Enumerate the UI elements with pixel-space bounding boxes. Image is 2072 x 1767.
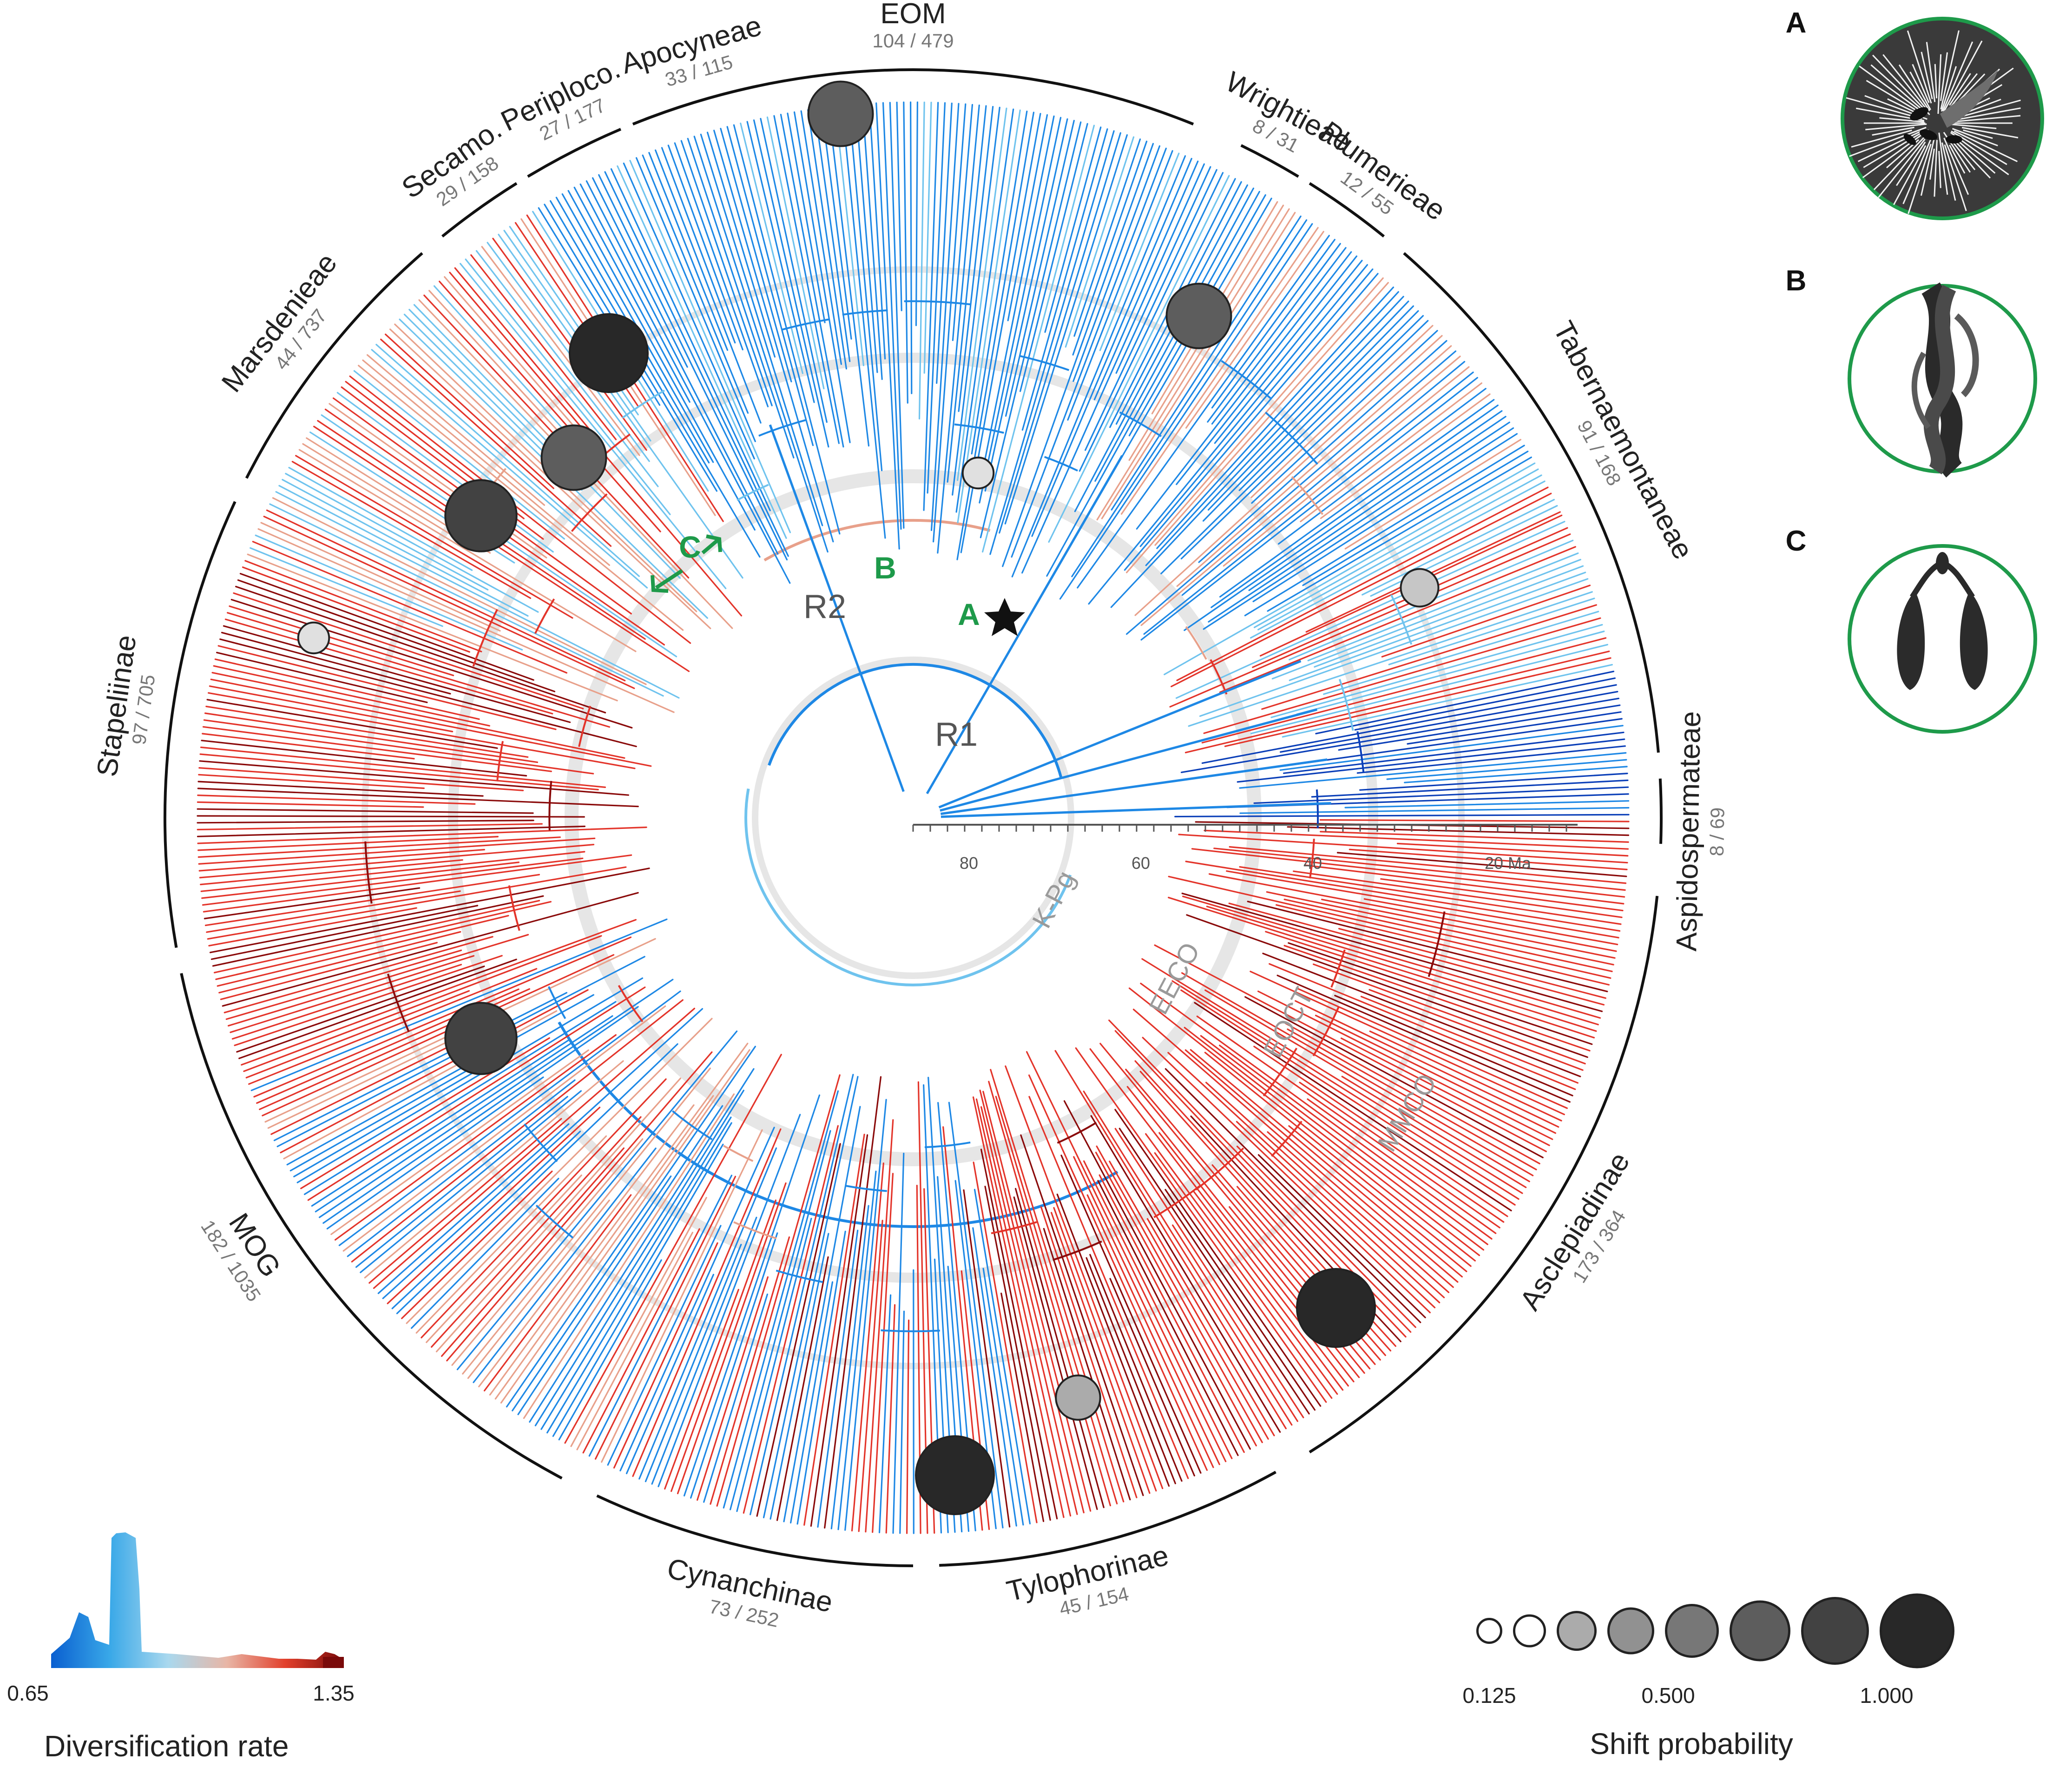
rate-legend-max: 1.35 — [313, 1681, 355, 1705]
shift-legend: 0.125 0.500 1.000 Shift probability — [1462, 1593, 1954, 1760]
root-label-r1: R1 — [935, 716, 978, 753]
shift-circle — [1165, 282, 1232, 349]
shift-legend-circle — [1801, 1597, 1869, 1665]
shift-circle — [915, 1435, 995, 1515]
shift-circle — [1296, 1268, 1376, 1348]
clade-name: Tabernaemontaneae — [1547, 316, 1699, 565]
shift-legend-circle — [1607, 1607, 1654, 1655]
clade-bracket — [596, 1494, 914, 1567]
clade-label: Secamo.29 / 158 — [396, 113, 507, 210]
panel-letter-a: A — [1786, 7, 1807, 39]
clade-bracket — [1309, 182, 1385, 238]
panel-letter-c: C — [1786, 525, 1807, 557]
shift-legend-circle — [1730, 1600, 1790, 1662]
shift-circle — [1055, 1374, 1101, 1421]
clade-bracket — [939, 1471, 1276, 1567]
clade-brackets — [164, 68, 1663, 1567]
clade-bracket — [1309, 895, 1659, 1453]
shift-circle — [807, 80, 874, 147]
clade-bracket — [644, 85, 758, 121]
shift-legend-circle — [1665, 1604, 1719, 1658]
shift-circle — [961, 456, 995, 490]
clade-bracket — [527, 128, 622, 178]
shift-circle — [297, 621, 330, 655]
clade-bracket — [245, 252, 423, 479]
shift-legend-circle — [1557, 1611, 1597, 1651]
era-ring — [752, 657, 1074, 979]
shift-legend-tick-0125: 0.125 — [1462, 1683, 1516, 1708]
shift-legend-circle — [1513, 1614, 1546, 1648]
clade-bracket — [180, 973, 563, 1480]
panel-b-image — [1848, 282, 2037, 478]
tree-branches — [197, 101, 1630, 1534]
clade-name: EOM — [880, 0, 946, 30]
rate-histogram — [51, 1532, 344, 1668]
shift-legend-circle — [1476, 1618, 1502, 1644]
double-arrow-icon — [651, 534, 722, 593]
era-ring — [565, 469, 1262, 1166]
rate-shift-circles — [297, 80, 1440, 1515]
panel-letter-b: B — [1786, 265, 1807, 297]
rate-legend-min: 0.65 — [7, 1681, 49, 1705]
time-axis: 80 60 40 20 Ma — [912, 824, 1578, 873]
shift-marker-c: C — [679, 530, 701, 564]
shift-legend-tick-0500: 0.500 — [1641, 1683, 1695, 1708]
shift-circle — [569, 313, 649, 393]
clade-count: 8 / 69 — [1706, 807, 1729, 856]
clade-bracket — [1240, 144, 1299, 178]
clade-name: Aspidospermateae — [1671, 711, 1707, 952]
shift-circle — [444, 1002, 518, 1075]
event-label-kpg: K-Pg — [1026, 866, 1081, 933]
axis-tick-20: 20 Ma — [1485, 854, 1532, 873]
shift-legend-circle — [1880, 1593, 1954, 1668]
shift-circle — [1400, 568, 1440, 608]
clade-bracket — [1658, 778, 1663, 844]
clade-count: 104 / 479 — [872, 30, 954, 52]
clade-bracket — [1403, 252, 1660, 753]
rate-legend-title: Diversification rate — [44, 1729, 289, 1763]
panel-a-image — [1841, 17, 2044, 220]
fruit-panels: A B C — [1786, 7, 2044, 734]
root-label-r2: R2 — [803, 588, 846, 625]
shift-circle — [444, 479, 518, 552]
shift-legend-tick-1000: 1.000 — [1860, 1683, 1913, 1708]
shift-marker-b: B — [874, 551, 896, 585]
clade-label: Periploco.27 / 177 — [496, 53, 625, 145]
rate-legend: 0.65 1.35 Diversification rate — [7, 1532, 355, 1763]
shift-circle — [540, 424, 607, 491]
shift-marker-a: A — [958, 597, 980, 631]
shift-legend-title: Shift probability — [1590, 1727, 1793, 1760]
clade-bracket — [441, 182, 518, 238]
clade-bracket — [164, 501, 237, 948]
star-icon — [984, 598, 1025, 636]
axis-tick-60: 60 — [1131, 854, 1150, 873]
axis-tick-40: 40 — [1303, 854, 1322, 873]
axis-tick-80: 80 — [960, 854, 978, 873]
panel-c-image — [1848, 544, 2037, 734]
